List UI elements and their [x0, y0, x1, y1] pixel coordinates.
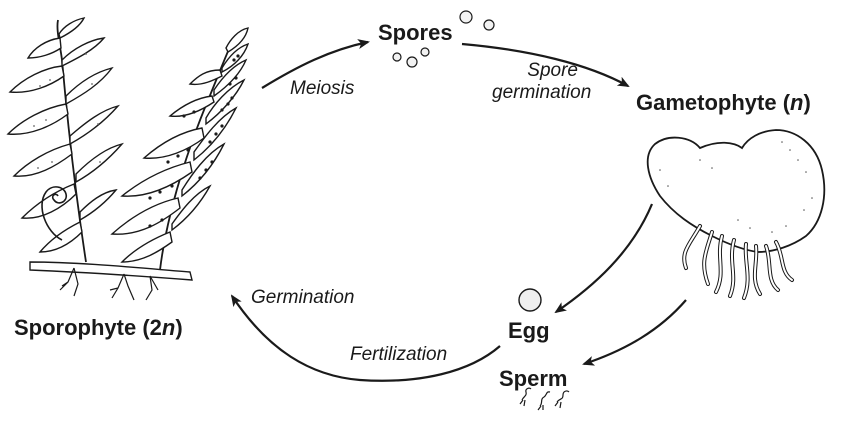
sporophyte-close: ) [175, 315, 182, 340]
sperm-label: Sperm [499, 368, 567, 390]
sporophyte-ploidy: n [162, 315, 175, 340]
sperm-text: Sperm [499, 366, 567, 391]
gametophyte-close: ) [803, 90, 810, 115]
spores-text: Spores [378, 20, 453, 45]
gametophyte-icon [648, 130, 825, 298]
germination-label: Germination [251, 288, 355, 307]
gametophyte-ploidy: n [790, 90, 803, 115]
spores-label: Spores [378, 22, 453, 44]
meiosis-label: Meiosis [290, 79, 354, 98]
egg-text: Egg [508, 318, 550, 343]
sporophyte-fern-icon [8, 18, 248, 300]
spore-germination-label: Spore germination [492, 61, 591, 102]
sporophyte-text: Sporophyte (2 [14, 315, 162, 340]
sporophyte-label: Sporophyte (2n) [14, 317, 183, 339]
arrow-fertilization-germination [232, 296, 500, 381]
egg-icon [519, 289, 541, 311]
meiosis-text: Meiosis [290, 78, 354, 99]
germination-text: Germination [251, 287, 355, 308]
arrow-gametophyte-to-egg [556, 204, 652, 312]
sperm-icon [520, 388, 569, 410]
gametophyte-text: Gametophyte ( [636, 90, 790, 115]
fertilization-text: Fertilization [350, 344, 447, 365]
arrow-gametophyte-to-sperm [584, 300, 686, 364]
spore-germination-line2: germination [492, 83, 591, 102]
fertilization-label: Fertilization [350, 345, 447, 364]
egg-label: Egg [508, 320, 550, 342]
gametophyte-label: Gametophyte (n) [636, 92, 811, 114]
spore-germination-line1: Spore [492, 61, 591, 80]
